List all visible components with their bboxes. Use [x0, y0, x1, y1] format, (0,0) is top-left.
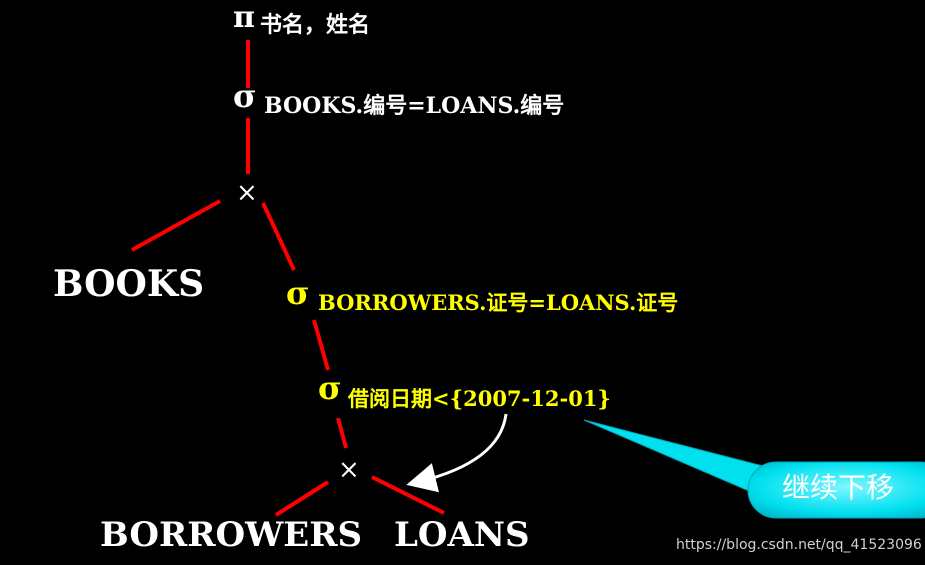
selection-mid-label: BORROWERS.证号=LOANS.证号 — [318, 290, 679, 315]
edge-selection-mid-low — [312, 319, 330, 371]
product-bottom-symbol: × — [338, 455, 360, 485]
selection-low-label: 借阅日期<{2007-12-01} — [348, 386, 611, 411]
selection-mid-symbol: σ — [286, 274, 310, 312]
pointer-arrow — [406, 413, 508, 493]
borrowers-leaf: BORROWERS — [100, 515, 363, 555]
edge-product-borrowers — [274, 480, 330, 517]
watermark: https://blog.csdn.net/qq_41523096 — [676, 537, 922, 553]
selection-top-label: BOOKS.编号=LOANS.编号 — [264, 93, 565, 119]
projection-symbol: π — [233, 0, 255, 35]
edge-product-selection-mid — [261, 202, 296, 271]
edge-product-books — [131, 199, 221, 252]
selection-top-symbol: σ — [233, 77, 257, 115]
selection-low-symbol: σ — [318, 369, 342, 407]
loans-leaf: LOANS — [394, 515, 530, 555]
callout-label: 继续下移 — [782, 471, 895, 504]
callout-balloon — [747, 461, 925, 519]
product-top-symbol: × — [236, 178, 258, 208]
projection-label: 书名，姓名 — [260, 12, 371, 38]
edge-selection-low-product — [336, 417, 348, 449]
edge-product-loans — [371, 475, 445, 515]
books-leaf: BOOKS — [53, 263, 205, 305]
